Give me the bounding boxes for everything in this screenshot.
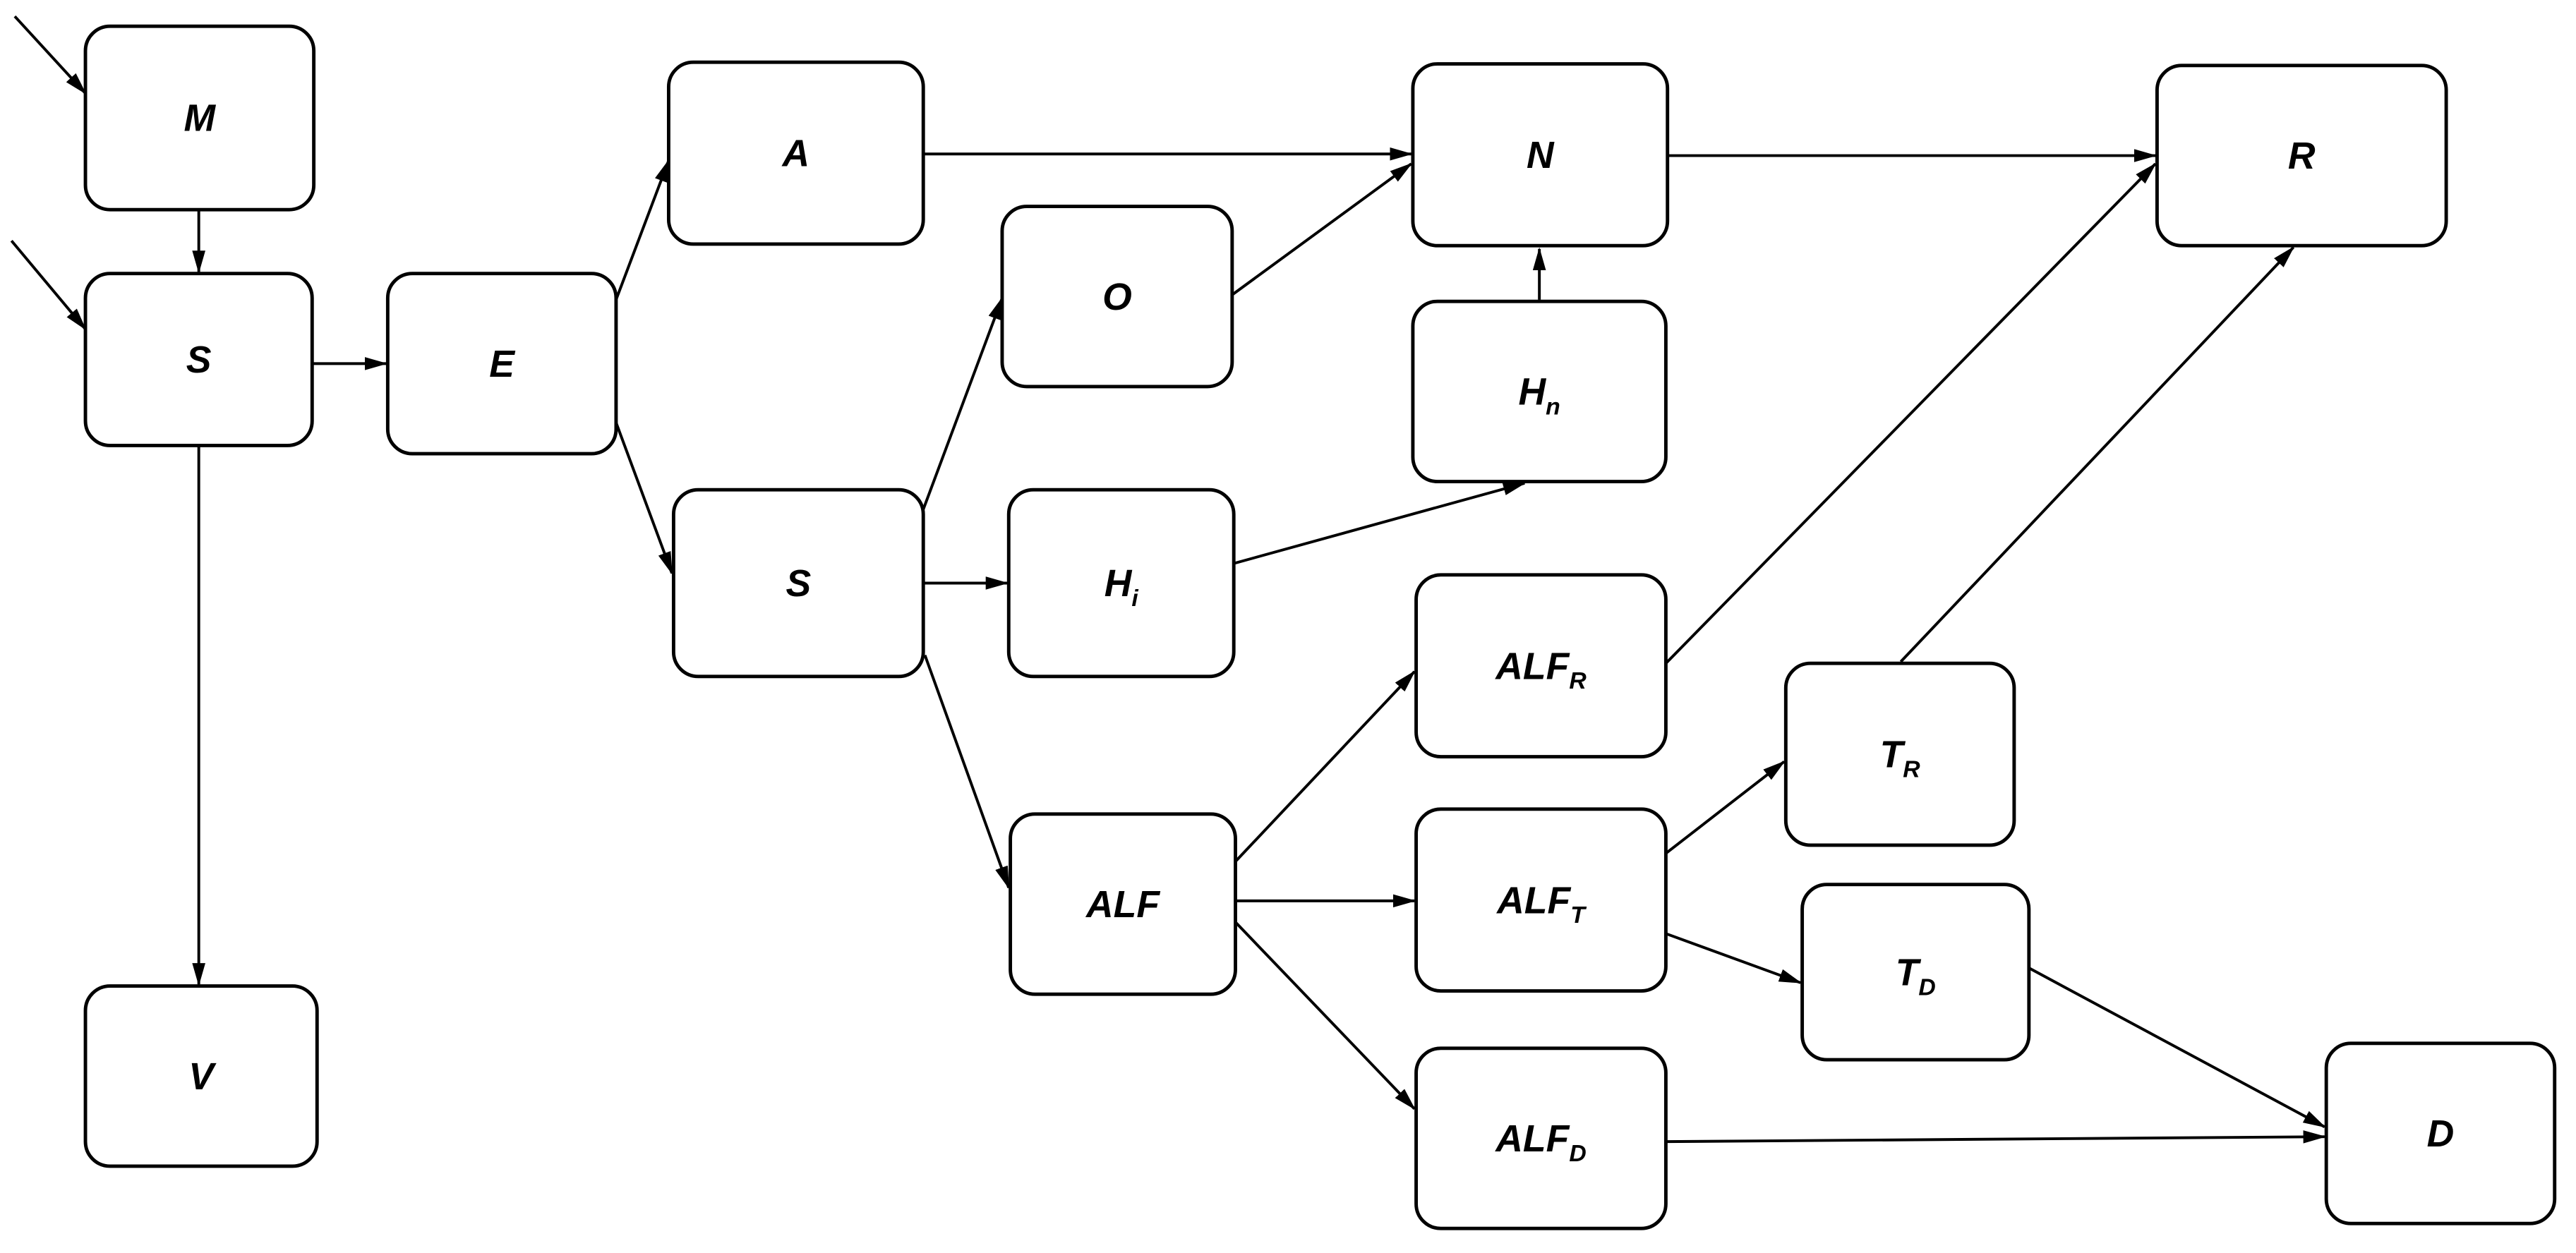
edge-ALF-ALFD [1234,921,1416,1110]
node-ALFR-label: ALFR [1494,646,1587,694]
node-ALF-label: ALF [1085,884,1160,926]
node-R-box [2155,63,2448,248]
node-S1-box [83,272,314,447]
edge-ALF-ALFR [1234,670,1416,863]
node-ALF-box [1009,812,1237,996]
node-TR: TR [1783,661,2016,847]
node-TR-box [1783,661,2016,847]
node-V: V [83,984,319,1168]
node-R-label: R [2288,135,2316,177]
node-M-box [83,24,316,212]
edge-ALFD-D [1666,1130,2327,1144]
node-Hn-box [1411,299,1668,483]
node-ALFT: ALFT [1414,807,1668,993]
node-M: M [83,24,316,212]
edge-ALFT-TR [1665,760,1786,855]
node-ALFR-box [1414,573,1668,759]
nodes-layer: M S E A S O Hi Hn N R ALF ALFR ALFT ALFD TR TD V D [83,24,2557,1230]
node-N: N [1411,62,1670,248]
node-S2-label: S [786,563,811,605]
edge-TD-D [2028,967,2326,1128]
node-A-box [666,60,925,246]
node-D: D [2324,1041,2557,1225]
node-ALFD-box [1414,1046,1668,1230]
node-V-box [83,984,319,1168]
node-ALFT-label: ALFT [1495,880,1587,928]
node-A: A [666,60,925,246]
node-O-box [1000,205,1234,389]
edge-ALFR-R [1664,162,2157,665]
edge-O-N [1231,162,1413,296]
node-Hn-label: Hn [1519,371,1560,420]
node-O-label: O [1102,277,1132,318]
node-ALFD: ALFD [1414,1046,1668,1230]
node-S1-label: S [186,339,212,381]
edge-S2-ALF [923,654,1011,890]
node-V-label: V [188,1056,217,1098]
node-Hi-label: Hi [1105,563,1139,612]
edge-TR-R [1899,246,2295,663]
node-S2-box [671,488,925,679]
node-E: E [385,272,618,456]
node-ALF: ALF [1009,812,1237,996]
node-N-label: N [1527,135,1555,176]
node-TD: TD [1800,883,2031,1062]
edge-in1-M [13,15,87,95]
edge-E-A [615,159,670,301]
node-R: R [2155,63,2448,248]
node-S1: S [83,272,314,447]
node-TR-label: TR [1880,734,1921,783]
node-A-label: A [781,133,809,175]
node-E-box [385,272,618,456]
edge-E-S2 [615,422,673,575]
edges-layer [10,15,2327,1144]
edge-S2-O [922,296,1004,510]
edge-ALFT-TD [1665,932,1802,984]
node-ALFD-label: ALFD [1494,1118,1586,1167]
node-TD-box [1800,883,2031,1062]
node-TD-label: TD [1896,952,1936,1000]
node-S2: S [671,488,925,679]
node-D-label: D [2427,1113,2455,1155]
node-Hi: Hi [1006,488,1236,679]
node-ALFR: ALFR [1414,573,1668,759]
node-N-box [1411,62,1670,248]
node-M-label: M [184,98,217,140]
node-ALFT-box [1414,807,1668,993]
node-Hi-box [1006,488,1236,679]
node-D-box [2324,1041,2557,1225]
node-Hn: Hn [1411,299,1668,483]
node-O: O [1000,205,1234,389]
edge-Hi-Hn [1233,481,1527,565]
node-E-label: E [489,344,515,385]
edge-in2-S1 [10,240,87,331]
